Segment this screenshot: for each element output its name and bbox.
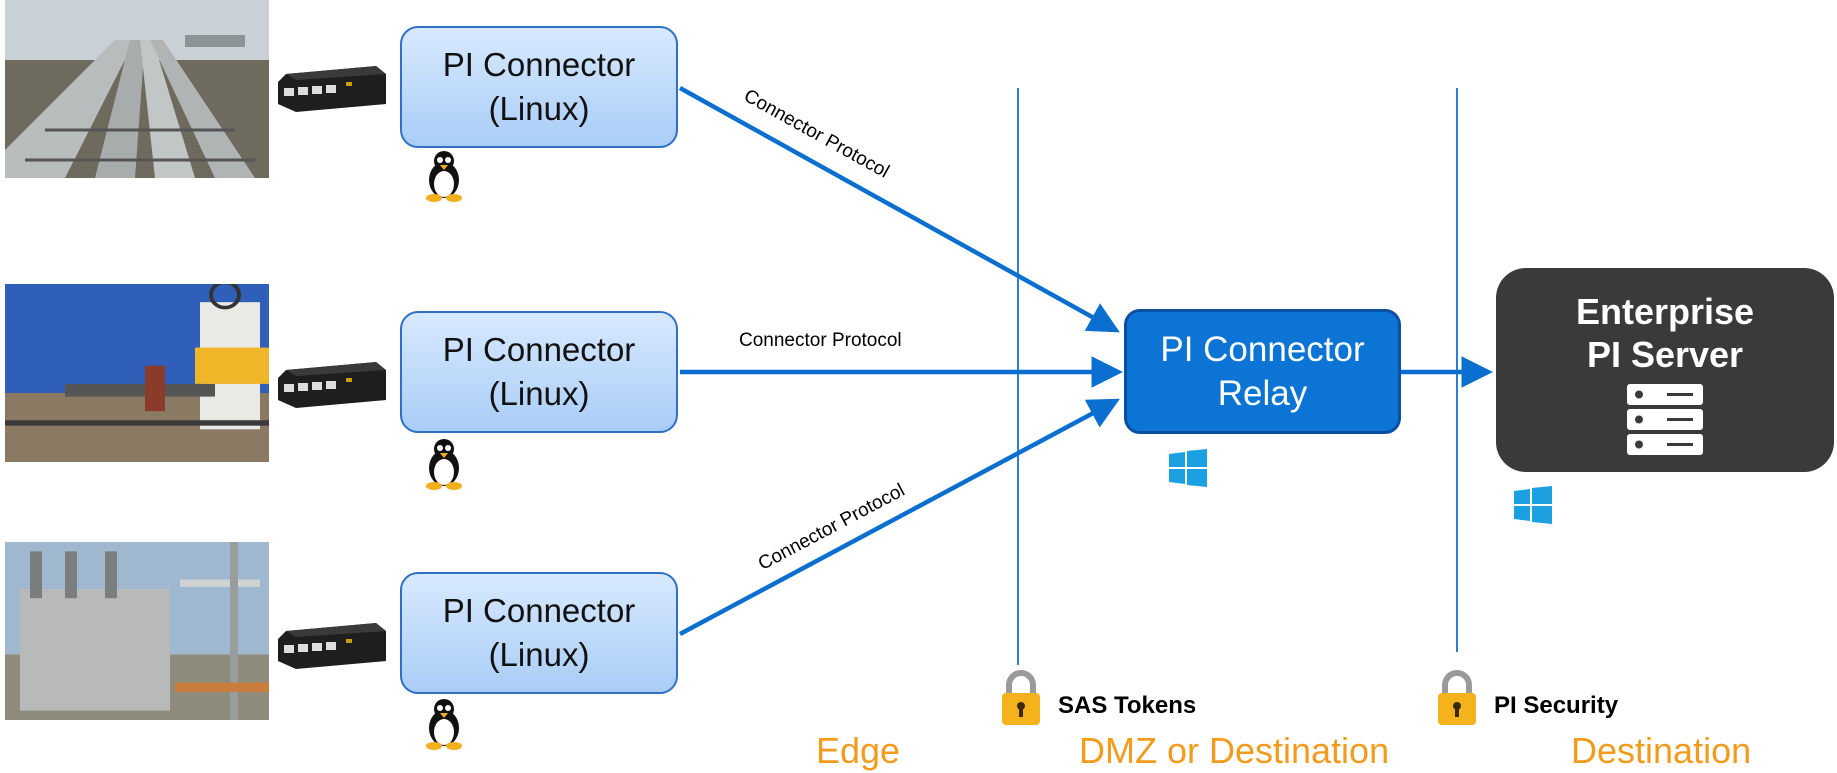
relay-subtitle: Relay: [1217, 373, 1308, 413]
zone-dmz-label: DMZ or Destination: [1079, 730, 1390, 771]
pi-connector-linux-2: PI Connector (Linux): [400, 311, 678, 433]
windows-logo-icon: [1169, 449, 1207, 487]
linux-tux-icon: [426, 699, 462, 750]
substation-photo: [5, 542, 269, 720]
edge-gateway-device-icon: [278, 623, 386, 669]
server-subtitle: PI Server: [1586, 334, 1744, 375]
linux-tux-icon: [426, 439, 462, 490]
server-title: Enterprise: [1575, 291, 1755, 332]
windows-logo-icon: [1514, 486, 1552, 524]
zone-edge-label: Edge: [816, 730, 901, 771]
sas-tokens-label: SAS Tokens: [1058, 692, 1197, 719]
padlock-icon: [1002, 670, 1040, 725]
connector-subtitle: (Linux): [488, 90, 590, 127]
pi-connector-linux-1: PI Connector (Linux): [400, 26, 678, 148]
protocol-label: Connector Protocol: [739, 330, 902, 351]
linux-tux-icon: [426, 151, 462, 202]
pi-connector-relay: PI Connector Relay: [1124, 309, 1401, 434]
pi-security-label: PI Security: [1494, 692, 1619, 719]
wellhead-photo: [5, 284, 269, 462]
connector-title: PI Connector: [442, 331, 636, 368]
pi-connector-linux-3: PI Connector (Linux): [400, 572, 678, 694]
relay-title: PI Connector: [1160, 329, 1365, 369]
zone-destination-label: Destination: [1571, 730, 1752, 771]
connector-arrow-1: [678, 86, 1120, 333]
connector-subtitle: (Linux): [488, 375, 590, 412]
server-rack-icon: [1627, 384, 1703, 455]
pipeline-photo: [5, 0, 269, 178]
edge-gateway-device-icon: [278, 66, 386, 112]
connector-title: PI Connector: [442, 592, 636, 629]
enterprise-pi-server: Enterprise PI Server: [1496, 268, 1834, 472]
padlock-icon: [1438, 670, 1476, 725]
connector-subtitle: (Linux): [488, 636, 590, 673]
connector-title: PI Connector: [442, 46, 636, 83]
connector-arrow-3: [678, 398, 1120, 636]
edge-gateway-device-icon: [278, 362, 386, 408]
